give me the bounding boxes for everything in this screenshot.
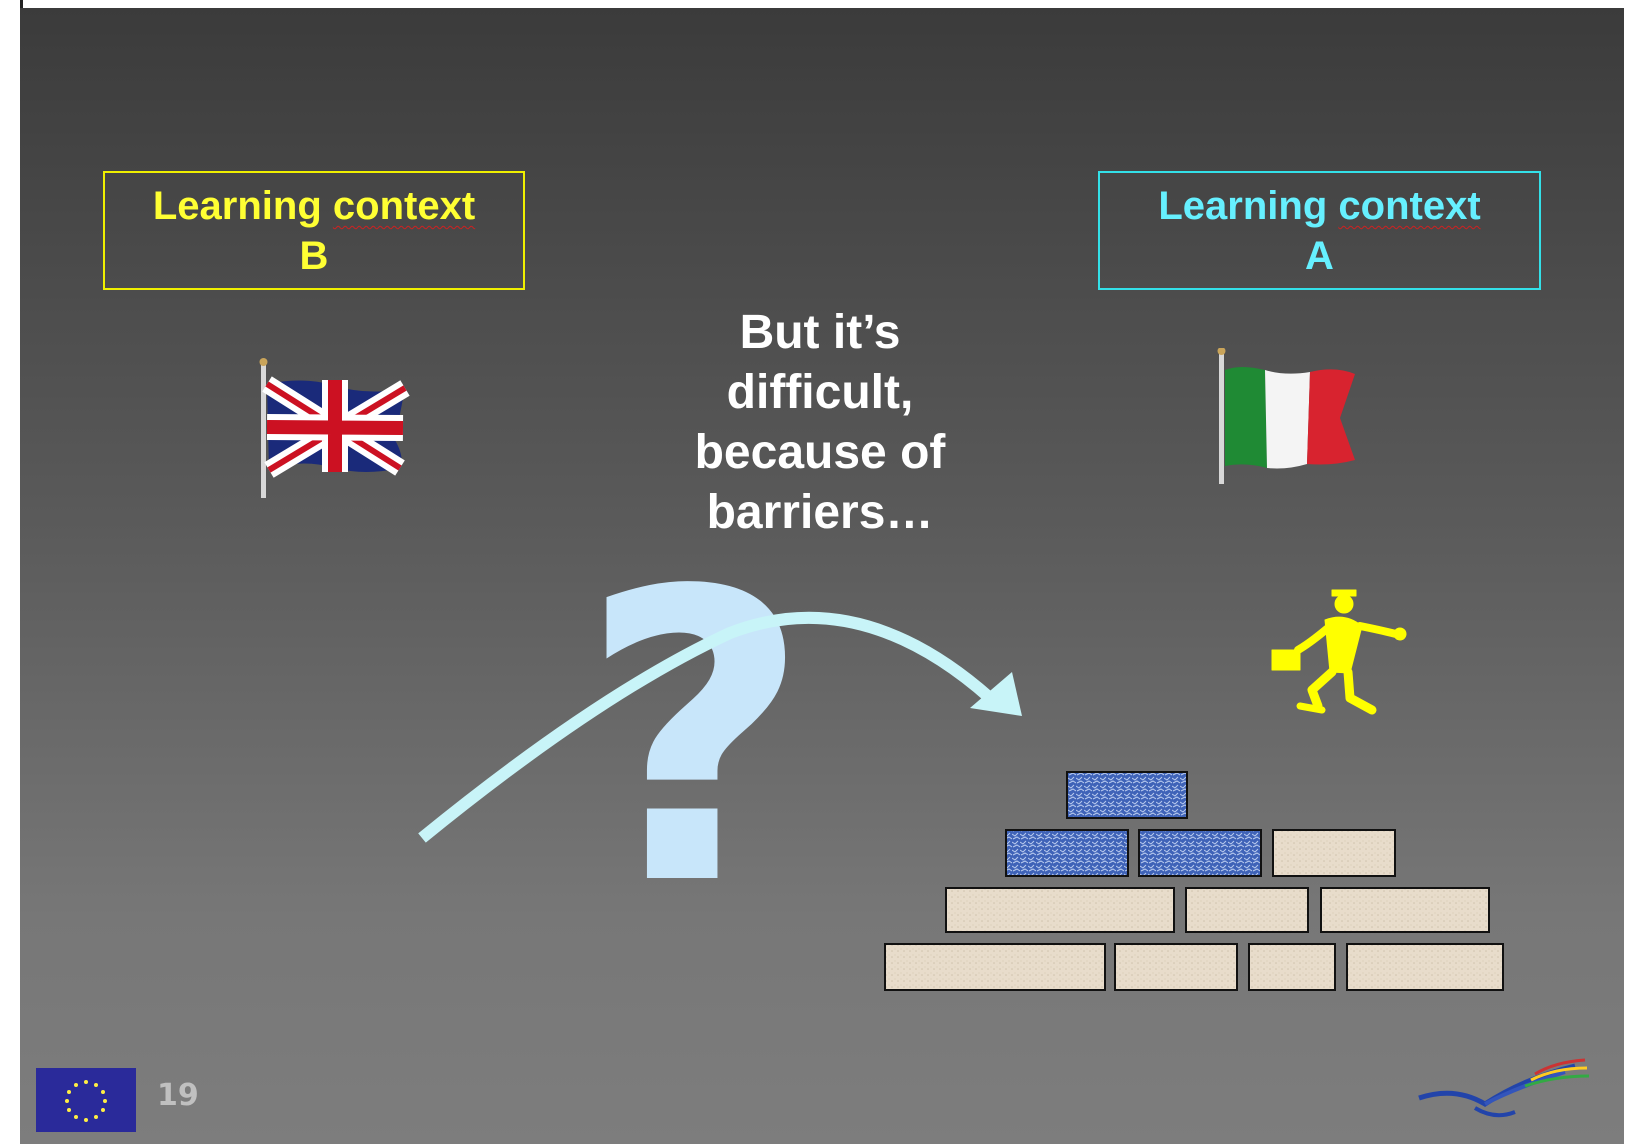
question-mark-icon: ? [579,553,811,893]
caption-line-1: But it’s [739,306,901,359]
slide-page-number: 19 [157,1078,199,1113]
learning-context-b-box: Learning context B [103,171,525,290]
presentation-slide: Learning context B Learning context A Bu… [20,8,1624,1144]
barriers-caption: But it’s difficult, because of barriers… [660,303,980,543]
brick-wall-icon [884,771,1504,991]
context-a-letter: A [1305,234,1334,278]
caption-line-2: difficult, [726,366,914,419]
bird-logo-icon [1418,1058,1590,1118]
italy-flag-icon [1217,348,1355,484]
svg-text:?: ? [579,553,811,893]
curved-arrow-icon [418,611,1022,843]
learning-context-a-box: Learning context A [1098,171,1541,290]
eu-flag-icon [36,1068,136,1132]
context-b-title: Learning context [152,184,476,228]
context-a-title: Learning context [1158,184,1481,228]
uk-flag-icon [259,358,410,498]
walking-worker-icon [1271,589,1407,715]
caption-line-4: barriers… [706,486,934,539]
caption-line-3: because of [694,426,946,479]
context-b-letter: B [299,234,329,278]
